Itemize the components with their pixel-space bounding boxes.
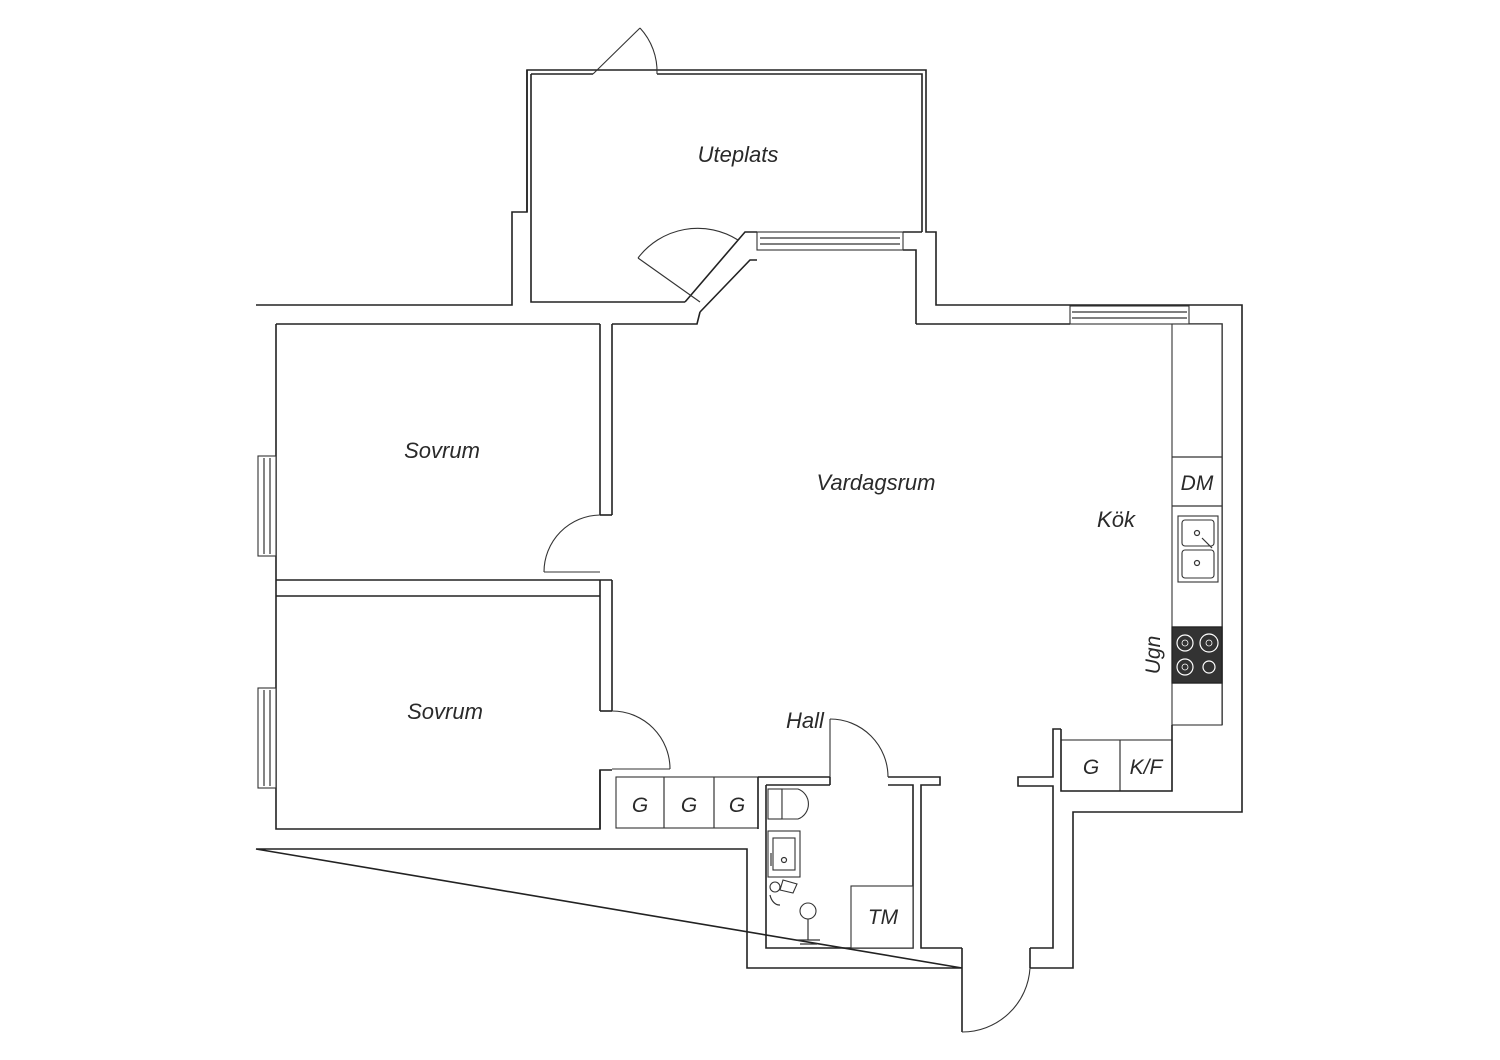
entrance-walls (961, 728, 1061, 1032)
room-label-kok: Kök (1097, 507, 1136, 532)
entrance-door (961, 967, 1031, 1033)
label-g-3: G (729, 794, 745, 817)
bedroom-windows (257, 455, 277, 789)
room-label-hall: Hall (786, 708, 825, 733)
label-ugn: Ugn (1142, 636, 1165, 675)
window-living-top (756, 231, 904, 251)
stove (1171, 626, 1223, 684)
label-kf: K/F (1130, 756, 1164, 779)
room-labels: Uteplats Sovrum Sovrum Vardagsrum Kök Ha… (404, 142, 1136, 733)
room-label-vardagsrum: Vardagsrum (816, 470, 935, 495)
fixture-labels: DM Ugn G K/F G G G TM (632, 472, 1214, 929)
bathroom-door (829, 718, 889, 778)
bedroom-walls (276, 324, 613, 829)
room-label-sovrum-1: Sovrum (404, 438, 480, 463)
outer-walls (255, 69, 1243, 969)
room-label-uteplats: Uteplats (698, 142, 779, 167)
bathroom-sink (767, 830, 801, 878)
label-g-1: G (632, 794, 648, 817)
label-g-2: G (681, 794, 697, 817)
balcony-door (637, 227, 739, 303)
shower (769, 879, 820, 945)
label-dm: DM (1181, 472, 1214, 495)
bedroom-door-1 (543, 514, 601, 573)
label-tm: TM (868, 906, 899, 929)
room-label-sovrum-2: Sovrum (407, 699, 483, 724)
wardrobes-hall (615, 776, 759, 829)
uteplats-door (592, 27, 658, 75)
label-g-kitchen: G (1083, 756, 1099, 779)
toilet (767, 788, 809, 820)
bedroom-door-2 (611, 710, 671, 770)
washing-machine (850, 885, 914, 949)
kitchen-tall-units (1060, 725, 1173, 792)
kitchen-sink (1177, 515, 1219, 583)
uteplats-walls (526, 70, 923, 324)
